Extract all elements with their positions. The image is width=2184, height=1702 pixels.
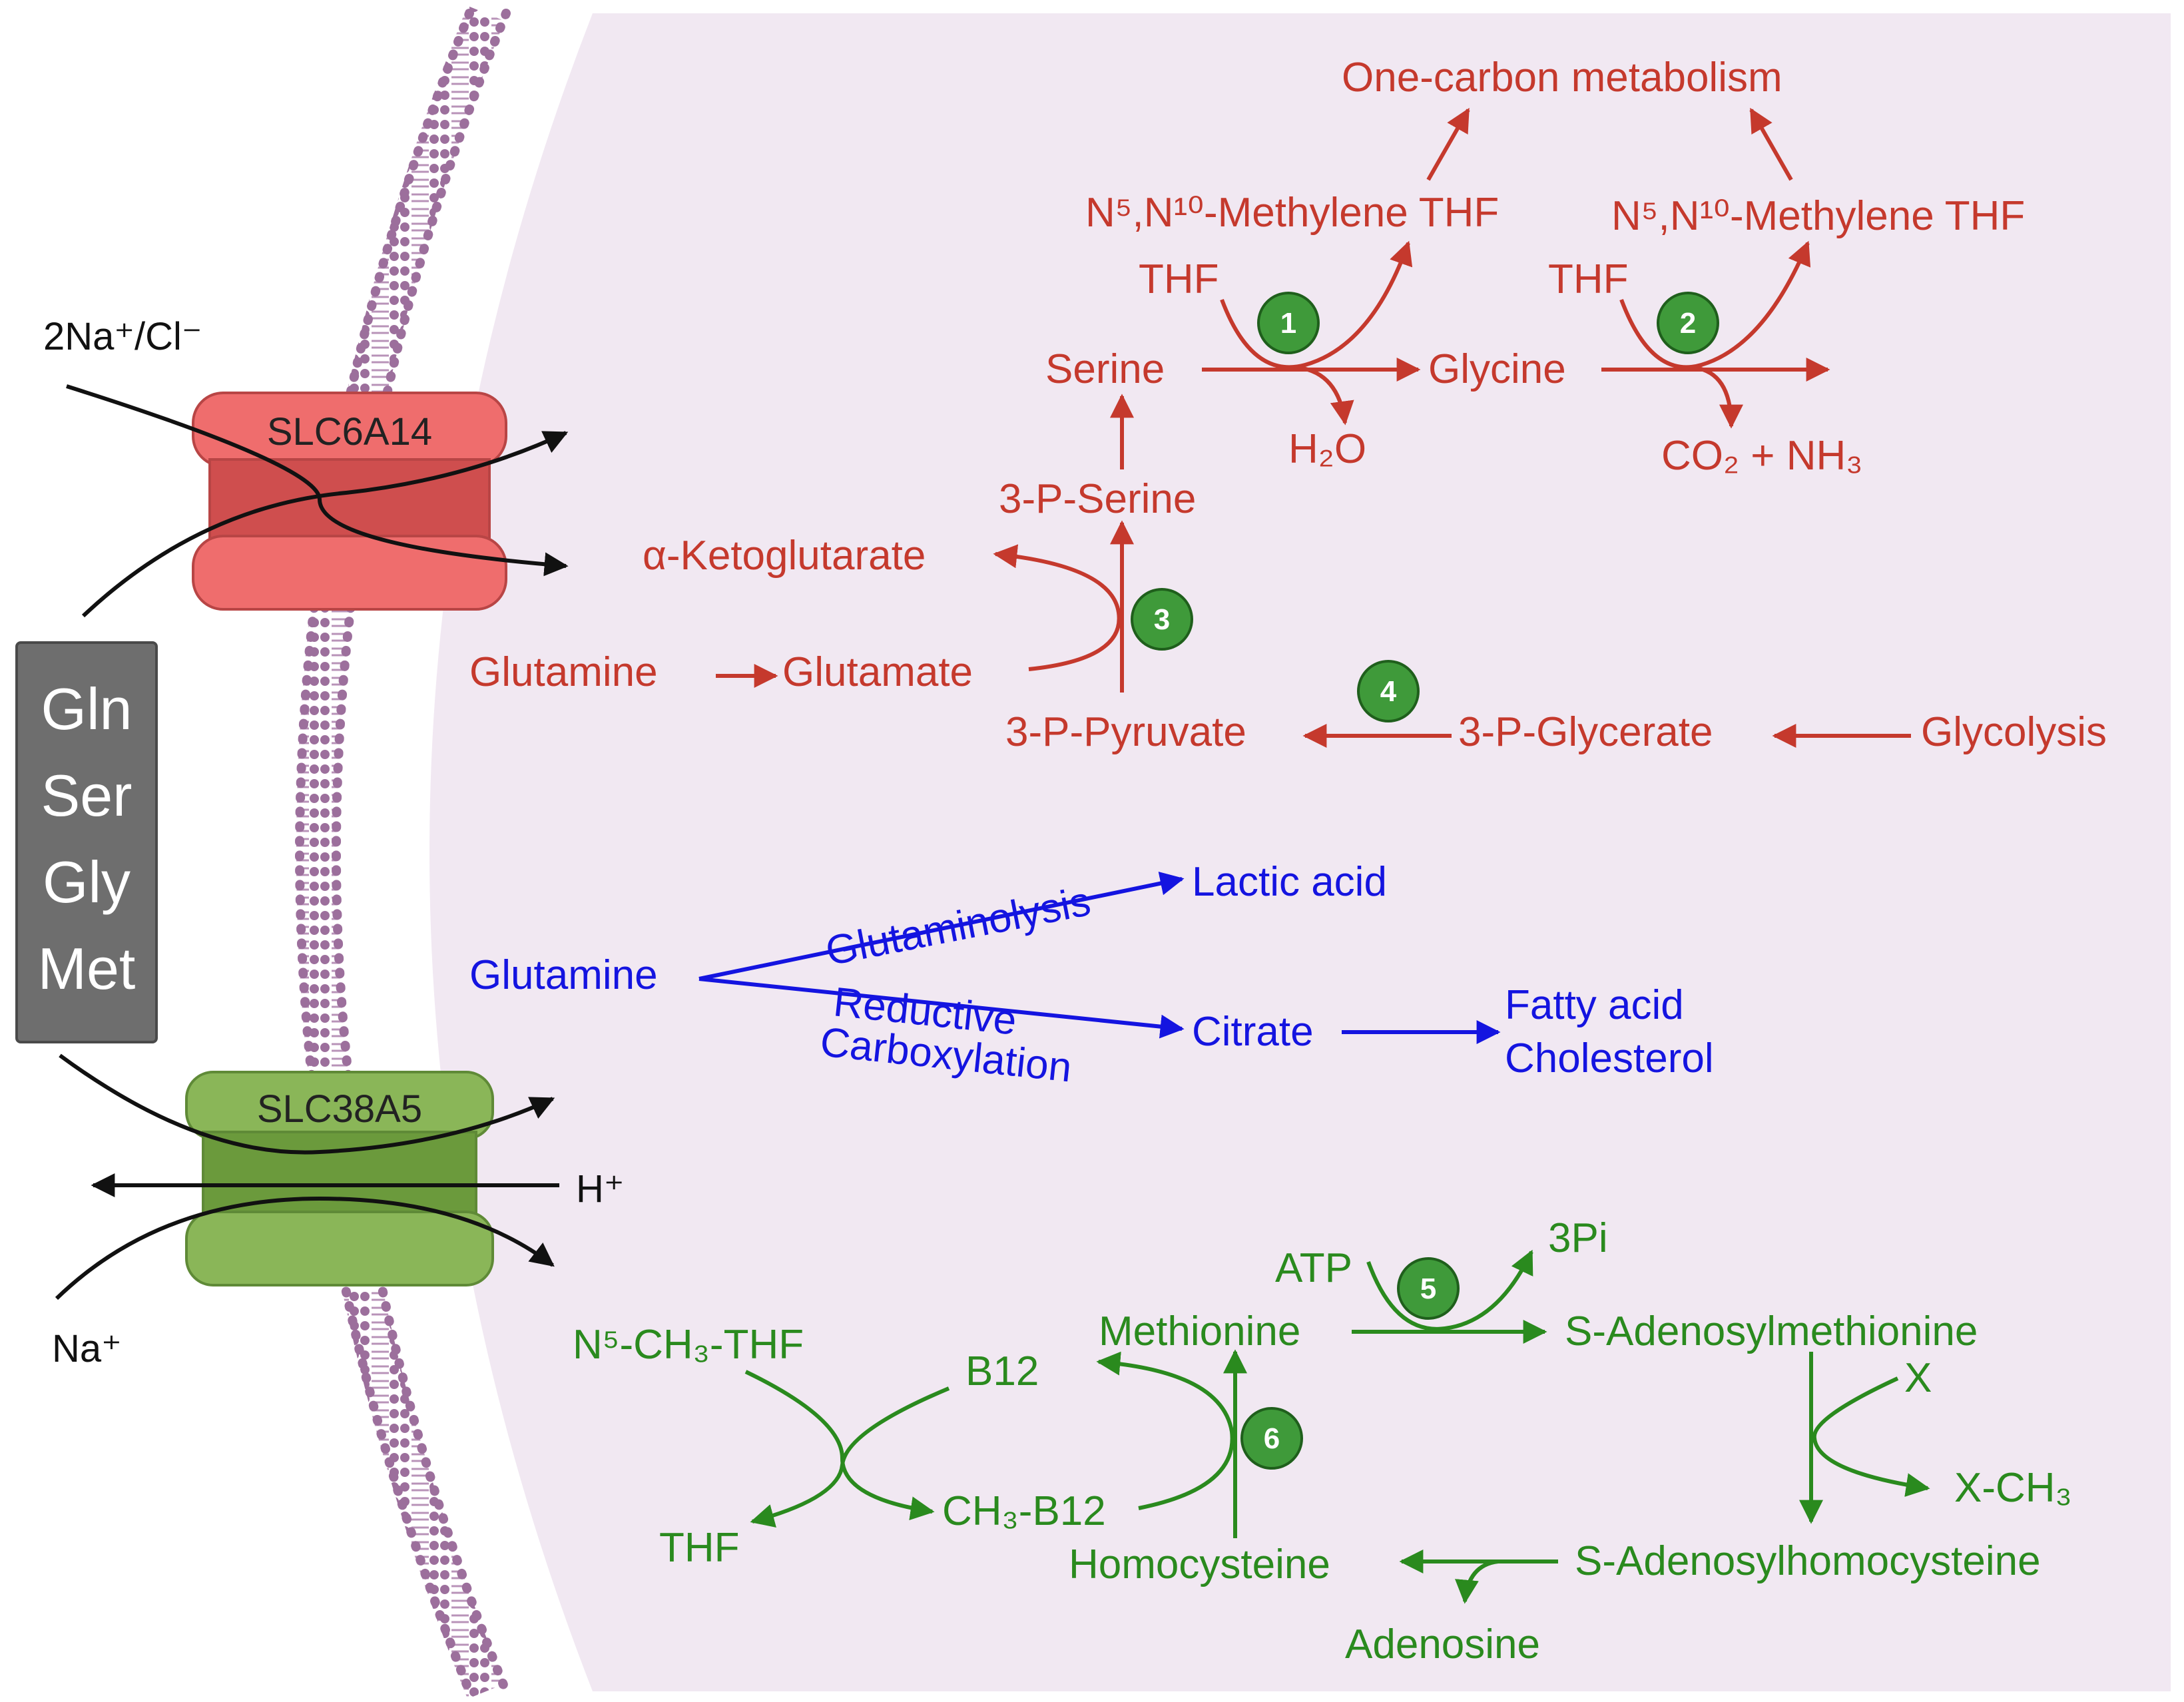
atp-label: ATP [1275, 1245, 1352, 1291]
thf-label-1: THF [1139, 256, 1219, 302]
3-p-serine-label: 3-P-Serine [999, 476, 1196, 522]
3-p-glycerate-label: 3-P-Glycerate [1458, 709, 1713, 755]
enzyme-badge-5: 5 [1397, 1257, 1460, 1320]
glutaminolysis-pathway [698, 871, 1501, 1044]
glutamate-label: Glutamate [782, 649, 973, 695]
glutamine-label-blue: Glutamine [469, 952, 658, 998]
svg-text:2: 2 [1680, 307, 1696, 340]
slc38a5-transporter: SLC38A5 [185, 1071, 494, 1286]
enzyme-badge-2: 2 [1657, 292, 1719, 354]
serine-label: Serine [1045, 346, 1165, 392]
cholesterol-label: Cholesterol [1505, 1035, 1714, 1081]
cell-membrane [296, 5, 505, 1699]
homocysteine-label: Homocysteine [1069, 1542, 1330, 1587]
alpha-ketoglutarate-label: α-Ketoglutarate [643, 533, 926, 579]
svg-text:5: 5 [1420, 1273, 1436, 1305]
methylene-thf-label-1: N⁵,N¹⁰-Methylene THF [1085, 190, 1499, 236]
serine-glycine-pathway [716, 107, 1911, 748]
3-p-pyruvate-label: 3-P-Pyruvate [1005, 709, 1246, 755]
s-adenosylmethionine-label: S-Adenosylmethionine [1565, 1308, 1978, 1354]
enzyme-badge-4: 4 [1357, 660, 1420, 722]
sodium-chloride-ion-label: 2Na⁺/Cl⁻ [43, 315, 202, 358]
substrate-box: Gln Ser Gly Met [15, 641, 158, 1043]
slc6a14-transporter: SLC6A14 [192, 392, 507, 611]
enzyme-badge-3: 3 [1131, 588, 1193, 651]
slc38a5-label: SLC38A5 [257, 1087, 422, 1131]
thf-label-2: THF [1548, 256, 1629, 302]
water-label: H₂O [1288, 426, 1366, 472]
n5-methyl-thf-label: N⁵-CH₃-THF [573, 1322, 804, 1368]
3pi-label: 3Pi [1548, 1215, 1608, 1261]
svg-text:1: 1 [1280, 307, 1296, 340]
substrate-met: Met [38, 936, 136, 1001]
substrate-gln: Gln [41, 676, 133, 742]
sodium-ion-label: Na⁺ [52, 1327, 122, 1370]
glycolysis-label: Glycolysis [1921, 709, 2107, 755]
x-ch3-label: X-CH₃ [1954, 1465, 2072, 1511]
glutamine-label-red: Glutamine [469, 649, 658, 695]
svg-text:6: 6 [1264, 1422, 1280, 1455]
x-label: X [1904, 1355, 1932, 1401]
methylene-thf-label-2: N⁵,N¹⁰-Methylene THF [1611, 193, 2025, 239]
methyl-b12-label: CH₃-B12 [942, 1488, 1106, 1534]
substrate-ser: Ser [41, 762, 133, 828]
enzyme-badge-1: 1 [1257, 292, 1320, 354]
substrate-gly: Gly [43, 849, 131, 915]
methionine-cycle [744, 1249, 1930, 1604]
glycine-label: Glycine [1428, 346, 1566, 392]
citrate-label: Citrate [1192, 1009, 1314, 1055]
adenosine-label: Adenosine [1345, 1621, 1540, 1667]
b12-label: B12 [965, 1348, 1039, 1394]
enzyme-badge-6: 6 [1240, 1407, 1303, 1470]
s-adenosylhomocysteine-label: S-Adenosylhomocysteine [1575, 1538, 2041, 1584]
one-carbon-metabolism-label: One-carbon metabolism [1342, 55, 1782, 101]
lactic-acid-label: Lactic acid [1192, 859, 1387, 905]
slc6a14-label: SLC6A14 [267, 410, 432, 453]
proton-ion-label: H⁺ [576, 1167, 625, 1211]
methionine-label: Methionine [1099, 1308, 1300, 1354]
cell-interior [429, 13, 2171, 1691]
thf-label-green: THF [659, 1525, 740, 1571]
svg-text:4: 4 [1380, 675, 1397, 708]
fatty-acid-label: Fatty acid [1505, 982, 1684, 1028]
svg-text:3: 3 [1154, 603, 1170, 636]
co2-nh3-label: CO₂ + NH₃ [1661, 433, 1863, 479]
